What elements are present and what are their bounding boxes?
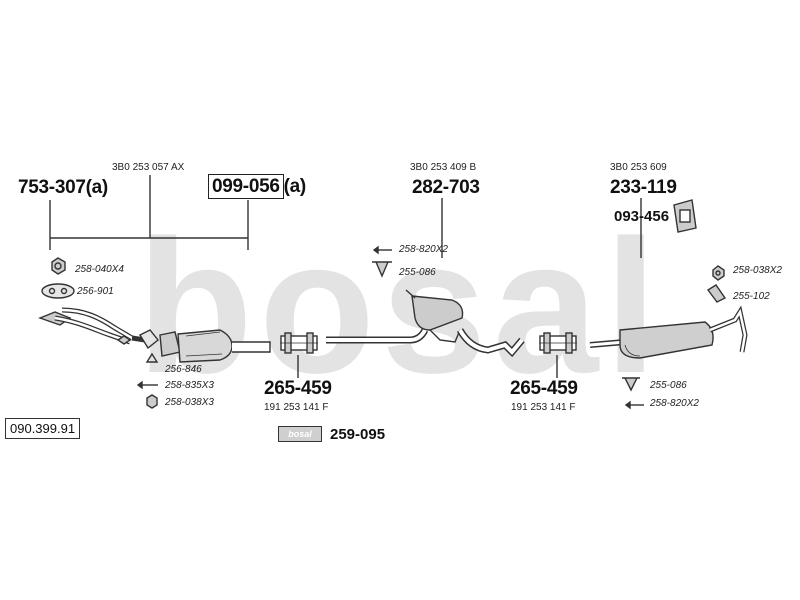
gasket-front-label: 256-901: [77, 286, 114, 297]
front-pipe-suffix: (a): [85, 177, 109, 198]
hanger-rear-bottom-icon: [622, 377, 640, 392]
clamp-left-part: [280, 332, 318, 354]
brand-tag-icon: bosal: [278, 426, 322, 442]
rear-silencer-part: [589, 305, 748, 359]
bolt-cat-icon: [136, 380, 158, 390]
clamp-left-number[interactable]: 265-459: [264, 378, 332, 399]
hanger-mid-icon: [372, 261, 392, 278]
oem-front: 3B0 253 057 AX: [112, 162, 185, 173]
hanger-mid-label: 255-086: [399, 267, 436, 278]
rear-bracket-icon: [673, 199, 697, 233]
nut-front-icon: [51, 257, 66, 275]
middle-silencer-part: [326, 289, 525, 358]
catalyst-label[interactable]: 099-056(a): [208, 174, 307, 199]
middle-silencer-number[interactable]: 282-703: [412, 177, 480, 198]
catalyst-number: 099-056: [208, 174, 284, 199]
bolt-rear-icon: [624, 400, 644, 410]
assembly-kit-number[interactable]: 259-095: [330, 426, 386, 443]
oem-middle: 3B0 253 409 B: [410, 162, 477, 173]
hanger-rear-bottom-label: 255-086: [650, 380, 687, 391]
bolt-mid-icon: [372, 245, 392, 255]
front-pipe-part: [38, 307, 146, 345]
hanger-rear-top-label: 255-102: [733, 291, 770, 302]
nut-cat-icon: [146, 394, 158, 409]
nut-cat-label: 258-038X3: [165, 397, 214, 408]
clamp-right-part: [539, 332, 577, 354]
hanger-rear-top-icon: [706, 284, 727, 303]
gasket-cat-icon: [139, 329, 159, 363]
catalyst-suffix: (a): [283, 176, 307, 197]
svg-text:bosal: bosal: [137, 201, 663, 413]
nut-front-label: 258-040X4: [75, 264, 124, 275]
catalyst-part: [159, 329, 271, 363]
clamp-left-oem: 191 253 141 F: [264, 402, 329, 413]
bolt-rear-label: 258-820X2: [650, 398, 699, 409]
leader-lines-front: [49, 175, 249, 250]
front-pipe-number: 753-307: [18, 177, 86, 198]
oem-rear: 3B0 253 609: [610, 162, 667, 173]
gasket-front-icon: [41, 283, 75, 299]
catalog-number: 090.399.91: [5, 418, 81, 439]
clamp-right-oem: 191 253 141 F: [511, 402, 576, 413]
front-pipe-label[interactable]: 753-307(a): [18, 178, 108, 197]
nut-rear-icon: [712, 265, 725, 281]
rear-silencer-number[interactable]: 233-119: [610, 177, 677, 198]
clamp-right-number[interactable]: 265-459: [510, 378, 578, 399]
nut-rear-label: 258-038X2: [733, 265, 782, 276]
bolt-mid-label: 258-820X2: [399, 244, 448, 255]
gasket-cat-label: 256-846: [165, 364, 202, 375]
rear-bracket-number[interactable]: 093-456: [614, 208, 670, 225]
bolt-cat-label: 258-835X3: [165, 380, 214, 391]
